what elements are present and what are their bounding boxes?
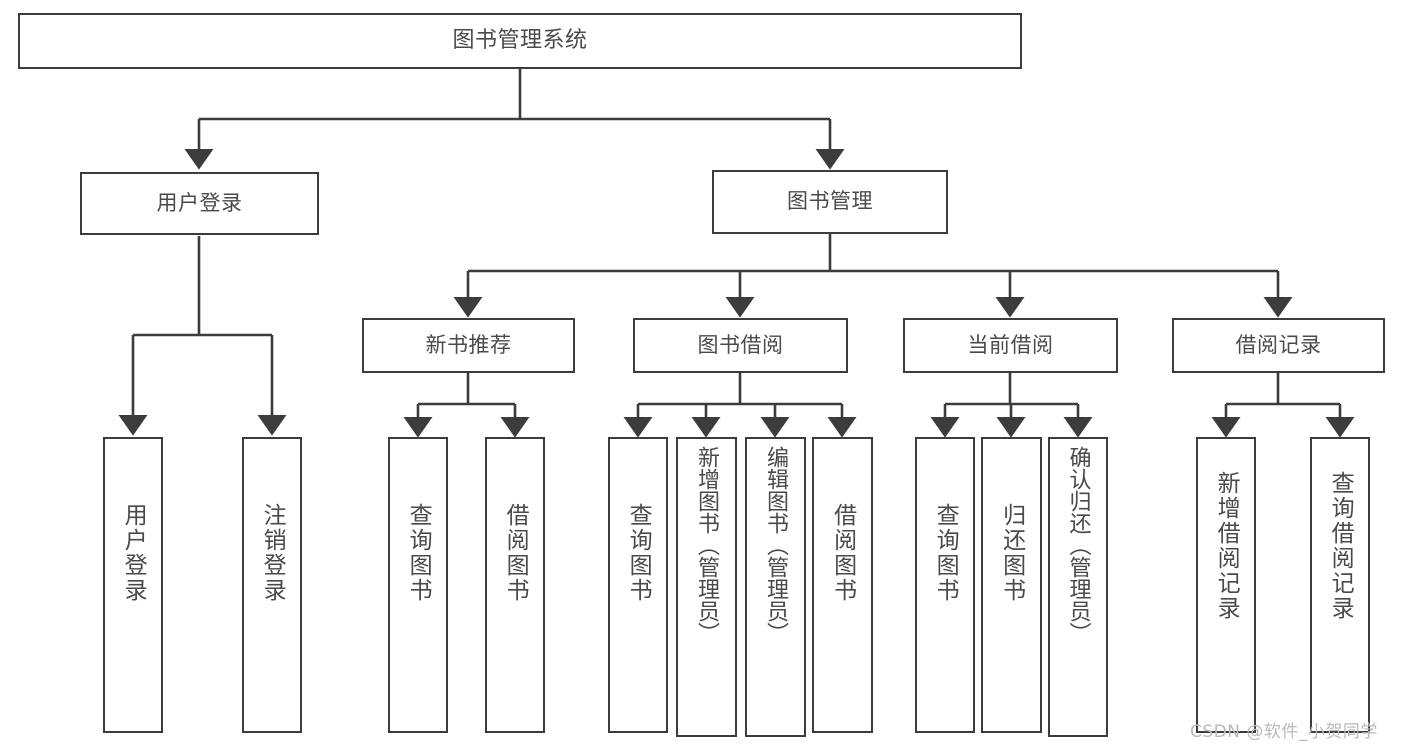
node-label: 编辑图书（管理员） — [763, 446, 789, 644]
node-label: 借阅图书 — [502, 503, 529, 603]
node-label: 新增图书（管理员） — [694, 446, 720, 644]
node-current-borrow[interactable]: 当前借阅 — [903, 318, 1118, 373]
node-book-management[interactable]: 图书管理 — [712, 170, 948, 234]
leaf-query-book-new[interactable]: 查询图书 — [388, 437, 448, 733]
leaf-add-borrow-record[interactable]: 新增借阅记录 — [1196, 437, 1256, 733]
node-label: 借阅图书 — [829, 503, 856, 603]
node-new-book-recommend[interactable]: 新书推荐 — [362, 318, 575, 373]
node-label: 当前借阅 — [967, 332, 1054, 357]
node-label: 注销登录 — [259, 503, 286, 603]
leaf-logout[interactable]: 注销登录 — [242, 437, 302, 733]
node-label: 新书推荐 — [425, 332, 512, 357]
leaf-borrow-book-new[interactable]: 借阅图书 — [485, 437, 545, 733]
node-root-system[interactable]: 图书管理系统 — [18, 13, 1022, 69]
node-label: 新增借阅记录 — [1213, 471, 1240, 621]
leaf-query-book-current[interactable]: 查询图书 — [915, 437, 975, 733]
node-label: 归还图书 — [998, 503, 1025, 603]
node-label: 查询借阅记录 — [1327, 471, 1354, 621]
node-label: 确认归还（管理员） — [1065, 446, 1091, 644]
leaf-return-book[interactable]: 归还图书 — [981, 437, 1042, 733]
node-label: 图书管理 — [787, 189, 873, 214]
leaf-edit-book-admin[interactable]: 编辑图书（管理员） — [745, 437, 806, 737]
leaf-add-book-admin[interactable]: 新增图书（管理员） — [676, 437, 737, 737]
node-label: 用户登录 — [156, 190, 243, 215]
node-label: 图书借阅 — [697, 332, 784, 357]
node-borrow-record[interactable]: 借阅记录 — [1172, 318, 1385, 373]
node-label: 借阅记录 — [1235, 332, 1322, 357]
node-user-login[interactable]: 用户登录 — [80, 172, 319, 235]
node-label: 查询图书 — [932, 503, 959, 603]
leaf-confirm-return-admin[interactable]: 确认归还（管理员） — [1048, 437, 1108, 737]
node-label: 查询图书 — [405, 503, 432, 603]
node-book-borrow[interactable]: 图书借阅 — [633, 318, 848, 373]
leaf-borrow-book[interactable]: 借阅图书 — [812, 437, 873, 733]
node-label: 图书管理系统 — [452, 27, 588, 53]
csdn-watermark: CSDN @软件_小贺同学 — [1190, 722, 1378, 742]
node-label: 查询图书 — [625, 503, 652, 603]
leaf-query-book-borrow[interactable]: 查询图书 — [608, 437, 668, 733]
leaf-user-login[interactable]: 用户登录 — [103, 437, 163, 733]
leaf-query-borrow-record[interactable]: 查询借阅记录 — [1310, 437, 1370, 733]
node-label: 用户登录 — [120, 503, 147, 603]
